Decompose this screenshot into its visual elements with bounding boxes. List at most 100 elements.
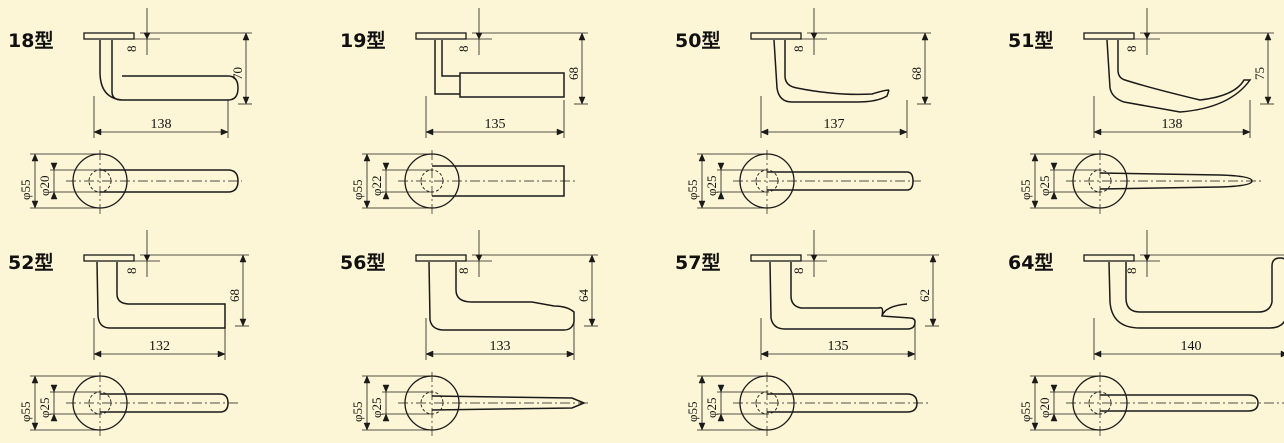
neck-diameter: φ20 bbox=[37, 175, 52, 196]
width-dimension: 132 bbox=[149, 339, 170, 354]
offset-dimension: 8 bbox=[124, 268, 139, 275]
neck-diameter: φ25 bbox=[704, 397, 719, 418]
width-arrows bbox=[93, 128, 229, 136]
neck-diameter: φ22 bbox=[369, 175, 384, 196]
model-panel: 64型873140φ55φ20 bbox=[1000, 222, 1284, 443]
width-dimension: 135 bbox=[828, 339, 849, 354]
lever-top-view bbox=[1100, 394, 1259, 412]
rose-plate bbox=[415, 32, 467, 40]
neck-diameter: φ25 bbox=[1037, 175, 1052, 196]
rose-diameter: φ55 bbox=[1018, 401, 1033, 422]
width-dimension: 135 bbox=[485, 117, 506, 132]
lever-side-view bbox=[434, 40, 565, 98]
height-dimension: 75 bbox=[1252, 67, 1267, 80]
diameter-arrows bbox=[363, 375, 390, 431]
rose-diameter: φ55 bbox=[350, 401, 365, 422]
height-arrows bbox=[239, 254, 247, 327]
diameter-arrows bbox=[698, 153, 725, 209]
diameter-arrows bbox=[1031, 375, 1058, 431]
height-arrows bbox=[1264, 32, 1272, 105]
rose-diameter: φ55 bbox=[18, 179, 33, 200]
height-arrows bbox=[242, 32, 250, 105]
model-title: 57型 bbox=[675, 252, 721, 274]
offset-arrow bbox=[810, 254, 818, 262]
offset-dimension: 8 bbox=[1124, 268, 1139, 275]
rose-plate bbox=[1083, 32, 1135, 40]
width-arrows bbox=[1093, 128, 1251, 136]
width-arrows bbox=[425, 128, 565, 136]
offset-dimension: 8 bbox=[124, 46, 139, 53]
offset-arrow bbox=[1143, 32, 1151, 40]
diameter-arrows bbox=[1031, 153, 1058, 209]
lever-side-view bbox=[1108, 257, 1284, 329]
lever-side-view bbox=[96, 261, 226, 329]
rose-plate bbox=[750, 254, 802, 262]
lever-drawing: 8 70 138 φ55 φ20 bbox=[18, 8, 252, 215]
rose-diameter: φ55 bbox=[350, 179, 365, 200]
rose-plate bbox=[415, 254, 467, 262]
diameter-arrows bbox=[31, 375, 58, 431]
width-dimension: 138 bbox=[151, 117, 172, 132]
model-panel: 18型 8 70 138 φ55 φ20 bbox=[0, 0, 321, 221]
width-dimension: 138 bbox=[1162, 117, 1183, 132]
width-dimension: 133 bbox=[490, 339, 511, 354]
height-dimension: 64 bbox=[576, 289, 591, 303]
height-dimension: 62 bbox=[917, 289, 932, 302]
width-arrows bbox=[760, 128, 908, 136]
diameter-arrows bbox=[31, 153, 58, 209]
diameter-arrows bbox=[698, 375, 725, 431]
height-arrows bbox=[929, 254, 937, 327]
width-arrows bbox=[93, 350, 226, 358]
lever-drawing: 8 68 137 φ55 φ25 bbox=[685, 8, 931, 215]
lever-side-view bbox=[773, 39, 890, 103]
offset-dimension: 8 bbox=[791, 46, 806, 53]
model-panel: 52型 8 68 132 φ55 φ25 bbox=[0, 222, 321, 443]
offset-dimension: 8 bbox=[456, 46, 471, 53]
offset-arrow bbox=[475, 32, 483, 40]
height-dimension: 68 bbox=[909, 67, 924, 80]
lever-drawing: 873140φ55φ20 bbox=[1018, 230, 1284, 437]
model-title: 18型 bbox=[8, 30, 54, 52]
lever-side-view bbox=[428, 261, 575, 331]
width-dimension: 140 bbox=[1181, 339, 1202, 354]
height-dimension: 68 bbox=[227, 289, 242, 302]
height-dimension: 70 bbox=[230, 67, 245, 80]
width-arrows bbox=[760, 350, 916, 358]
height-arrows bbox=[921, 32, 929, 105]
offset-dimension: 8 bbox=[456, 268, 471, 275]
height-arrows bbox=[588, 254, 596, 327]
width-arrows bbox=[1093, 350, 1284, 358]
model-title: 52型 bbox=[8, 252, 54, 274]
model-title: 56型 bbox=[340, 252, 386, 274]
rose-plate bbox=[750, 32, 802, 40]
offset-arrow bbox=[143, 254, 151, 262]
width-arrows bbox=[425, 350, 575, 358]
offset-dimension: 8 bbox=[1124, 46, 1139, 53]
rose-plate bbox=[83, 32, 135, 40]
lever-side-view bbox=[1106, 39, 1252, 113]
offset-arrow bbox=[1143, 254, 1151, 262]
model-title: 64型 bbox=[1008, 252, 1054, 274]
height-dimension: 68 bbox=[566, 67, 581, 80]
rose-diameter: φ55 bbox=[18, 401, 33, 422]
width-dimension: 137 bbox=[824, 117, 845, 132]
rose-plate bbox=[83, 254, 135, 262]
neck-diameter: φ25 bbox=[37, 397, 52, 418]
offset-arrow bbox=[475, 254, 483, 262]
model-title: 51型 bbox=[1008, 30, 1054, 52]
height-arrows bbox=[578, 32, 586, 105]
lever-drawing: 8 68 135 φ55 φ22 bbox=[350, 8, 588, 215]
rose-diameter: φ55 bbox=[685, 401, 700, 422]
rose-diameter: φ55 bbox=[685, 179, 700, 200]
diameter-arrows bbox=[363, 153, 390, 209]
neck-diameter: φ25 bbox=[704, 175, 719, 196]
